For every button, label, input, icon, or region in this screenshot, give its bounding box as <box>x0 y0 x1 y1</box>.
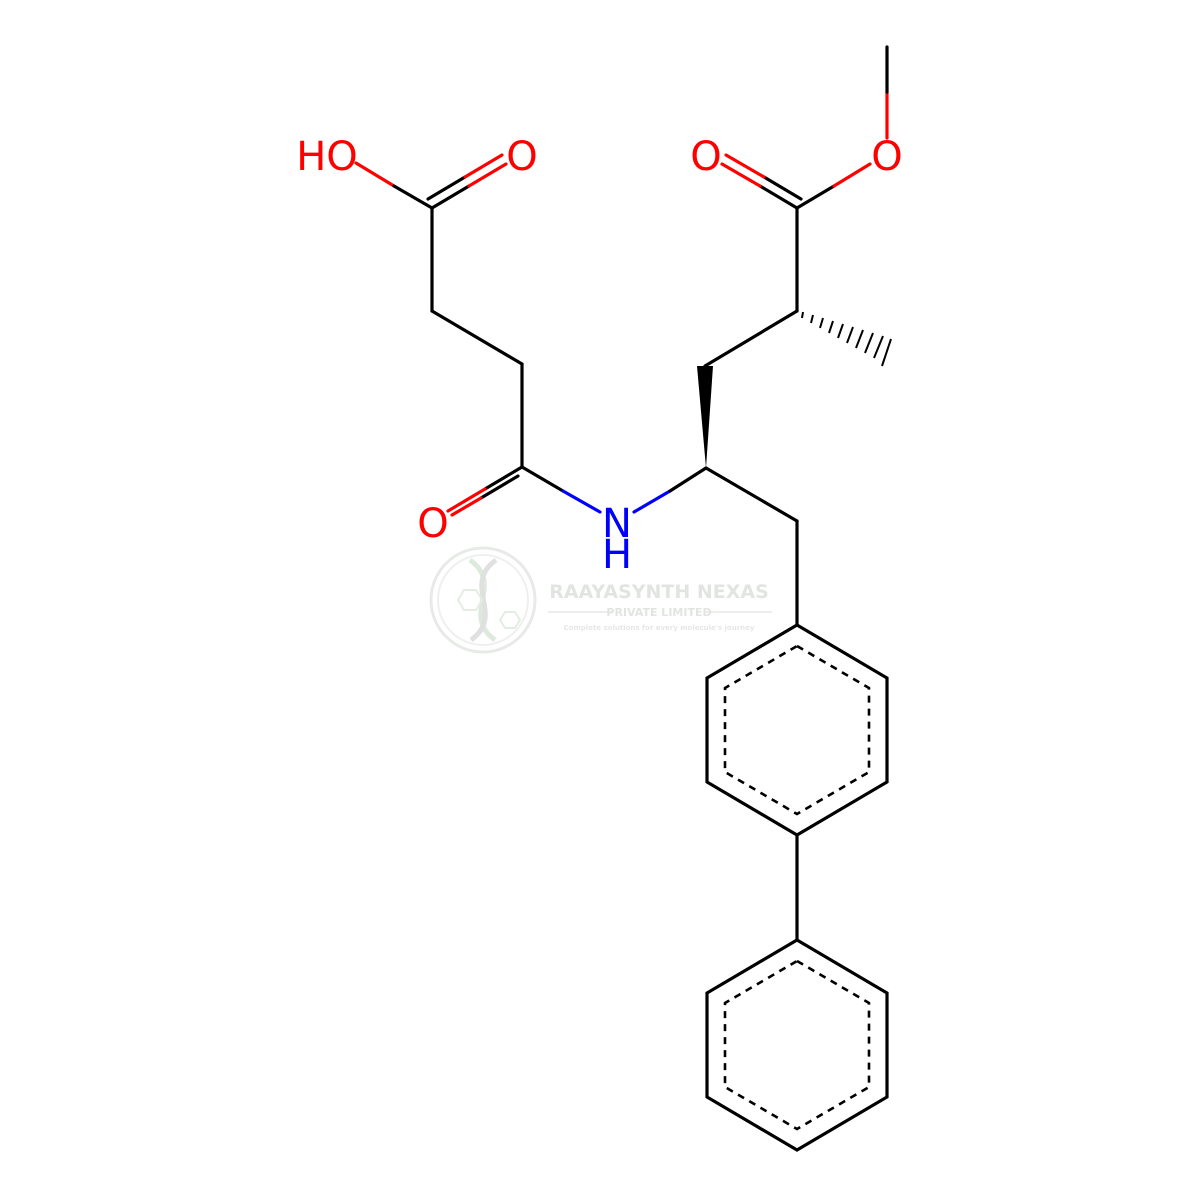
ester-carbonyl-oxygen-label: O <box>690 134 721 180</box>
methyl-ester-group: O O <box>690 45 903 210</box>
wedge-bond <box>697 366 713 468</box>
ester-oxygen-label: O <box>871 134 902 180</box>
watermark-tagline: Complete solutions for every molecule's … <box>564 624 755 632</box>
dna-hexagon-logo <box>429 546 537 654</box>
succinyl-chain <box>430 206 524 469</box>
amide-group: O N H <box>417 465 708 578</box>
amide-hydrogen-label: H <box>602 532 632 578</box>
amide-carbonyl-oxygen-label: O <box>417 501 448 547</box>
biphenyl-upper-ring <box>705 623 889 837</box>
hash-bond <box>801 311 892 367</box>
watermark: RAAYASYNTH NEXAS PRIVATE LIMITED Complet… <box>429 546 772 654</box>
carboxylic-acid-group: HO O <box>296 134 538 210</box>
watermark-company: RAAYASYNTH NEXAS <box>549 581 769 603</box>
biphenyl-lower-ring <box>705 938 889 1152</box>
backbone <box>697 206 892 627</box>
hydroxyl-label: HO <box>296 134 358 180</box>
acid-carbonyl-oxygen-label: O <box>506 134 537 180</box>
watermark-subtitle: PRIVATE LIMITED <box>606 606 711 619</box>
amide-nitrogen-label: N <box>602 501 632 547</box>
